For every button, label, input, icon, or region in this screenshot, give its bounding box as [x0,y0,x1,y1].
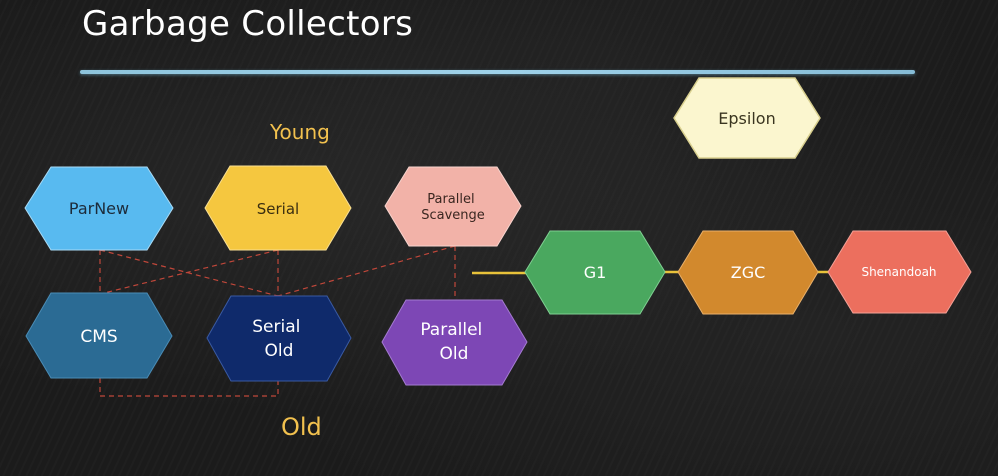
collector-epsilon[interactable]: Epsilon [673,77,821,159]
collector-serial-old[interactable]: Serial Old [206,295,352,382]
parallel-old-label: Parallel Old [420,320,487,364]
serial-old-hexagon [206,295,352,382]
young-generation-label: Young [270,120,330,144]
connection-lines [99,245,829,397]
zgc-label: ZGC [731,263,766,282]
shenandoah-label: Shenandoah [861,265,936,279]
parallel-old-hexagon [381,299,528,386]
cms-label: CMS [80,327,117,347]
collector-serial[interactable]: Serial [204,165,352,251]
epsilon-label: Epsilon [718,109,775,128]
slide-title: Garbage Collectors [82,4,414,44]
parnew-hexagon [24,166,174,251]
collector-shenandoah[interactable]: Shenandoah [827,230,972,314]
collector-zgc[interactable]: ZGC [677,230,819,315]
collector-parnew[interactable]: ParNew [24,166,174,251]
link-parnew-serial-old [99,249,279,297]
g1-label: G1 [584,263,607,282]
parnew-label: ParNew [69,199,129,218]
parallel-scavenge-label: Parallel Scavenge [421,192,485,223]
collector-parallel-old[interactable]: Parallel Old [381,299,528,386]
collector-g1[interactable]: G1 [524,230,666,315]
old-generation-label: Old [281,413,322,441]
shenandoah-hexagon [827,230,972,314]
g1-hexagon [524,230,666,315]
serial-hexagon [204,165,352,251]
collector-cms[interactable]: CMS [25,292,173,379]
parallel-scavenge-hexagon [384,166,522,247]
link-cms-serial-old [99,378,279,397]
title-underline [80,70,915,74]
epsilon-hexagon [673,77,821,159]
serial-label: Serial [257,200,299,218]
collector-parallel-scavenge[interactable]: Parallel Scavenge [384,166,522,247]
link-serial-cms [99,249,279,295]
serial-old-label: Serial Old [252,317,306,361]
zgc-hexagon [677,230,819,315]
link-parallel-scavenge-serial-old [277,245,456,297]
cms-hexagon [25,292,173,379]
